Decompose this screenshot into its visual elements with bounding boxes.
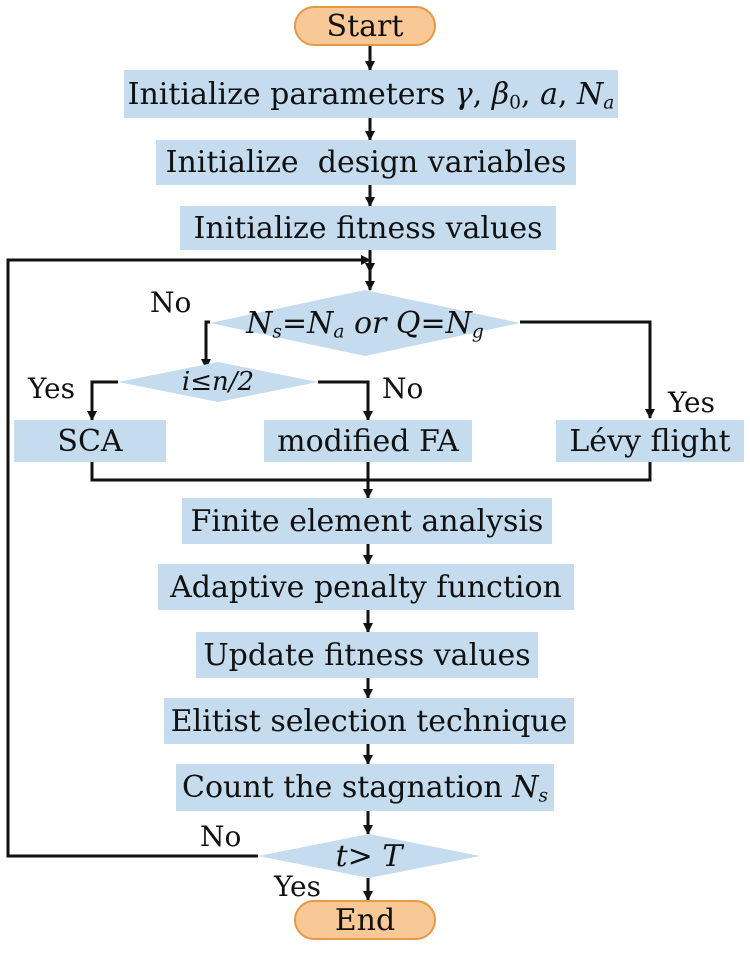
sca-label: SCA xyxy=(57,423,123,459)
fea-label: Finite element analysis xyxy=(190,503,544,539)
init-design-label: Initialize design variables xyxy=(165,145,567,180)
stagnation-decision: Ns=Na or Q=Ng xyxy=(210,290,520,356)
fea-node: Finite element analysis xyxy=(182,498,552,544)
sca-node: SCA xyxy=(14,420,166,462)
count-stagnation-node: Count the stagnation Ns xyxy=(176,764,554,811)
modified-fa-label: modified FA xyxy=(277,423,459,459)
iteration-decision: t> T xyxy=(258,834,480,878)
edge-stagnation-no xyxy=(201,320,211,369)
half-population-decision: i≤n/2 xyxy=(118,362,318,402)
init-parameters-label: Initialize parameters γ, β0, a, Na xyxy=(127,76,615,114)
count-stagnation-label: Count the stagnation Ns xyxy=(181,770,549,807)
edge-half-yes xyxy=(87,380,118,421)
end-node: End xyxy=(294,900,436,940)
levy-flight-node: Lévy flight xyxy=(556,420,744,462)
iteration-condition-label: t> T xyxy=(335,838,403,874)
penalty-label: Adaptive penalty function xyxy=(170,569,562,605)
stagnation-no-label: No xyxy=(150,286,192,319)
elitist-selection-label: Elitist selection technique xyxy=(170,703,568,739)
start-label: Start xyxy=(326,8,404,44)
half-population-diamond-shape xyxy=(118,362,318,402)
init-fitness-label: Initialize fitness values xyxy=(193,210,543,246)
edge-half-no xyxy=(318,380,373,421)
half-no-label: No xyxy=(382,372,424,405)
modified-fa-node: modified FA xyxy=(264,420,472,462)
end-label: End xyxy=(334,902,396,938)
stagnation-condition-label: Ns=Na or Q=Ng xyxy=(246,305,484,343)
start-node: Start xyxy=(294,6,436,46)
update-fitness-label: Update fitness values xyxy=(203,637,531,673)
init-fitness-node: Initialize fitness values xyxy=(180,206,556,250)
edge-sca-to-merge xyxy=(90,462,652,482)
elitist-selection-node: Elitist selection technique xyxy=(164,698,574,744)
iteration-diamond-shape xyxy=(258,834,480,878)
levy-flight-label: Lévy flight xyxy=(569,423,731,459)
penalty-node: Adaptive penalty function xyxy=(158,564,574,610)
edge-iter-no-loop xyxy=(6,255,371,858)
iteration-yes-label: Yes xyxy=(274,870,321,903)
iteration-no-label: No xyxy=(200,820,242,853)
stagnation-diamond-shape xyxy=(210,290,520,356)
half-population-condition-label: i≤n/2 xyxy=(181,367,255,397)
edge-stagnation-yes xyxy=(520,320,655,419)
half-yes-label: Yes xyxy=(28,372,75,405)
init-design-node: Initialize design variables xyxy=(156,140,576,185)
update-fitness-node: Update fitness values xyxy=(196,632,538,678)
stagnation-yes-label: Yes xyxy=(668,386,715,419)
init-parameters-node: Initialize parameters γ, β0, a, Na xyxy=(124,70,618,118)
